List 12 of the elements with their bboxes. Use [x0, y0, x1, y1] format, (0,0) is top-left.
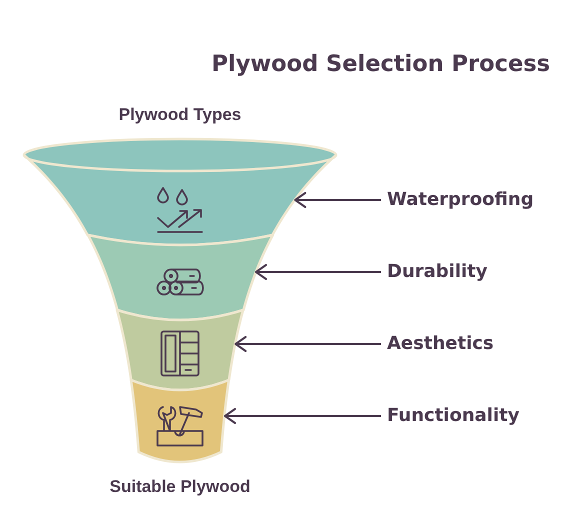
funnel-top-label: Plywood Types	[118, 105, 242, 125]
step-label: Aesthetics	[387, 333, 494, 355]
funnel-band	[129, 378, 231, 464]
arrow	[294, 192, 381, 208]
step-label: Functionality	[387, 405, 520, 427]
arrow	[255, 264, 381, 280]
diagram-title: Plywood Selection Process	[212, 51, 550, 78]
arrow	[224, 408, 381, 424]
funnel-bottom-label: Suitable Plywood	[110, 477, 250, 497]
step-label: Waterproofing	[387, 189, 534, 211]
arrow	[234, 336, 381, 352]
step-label: Durability	[387, 261, 488, 283]
